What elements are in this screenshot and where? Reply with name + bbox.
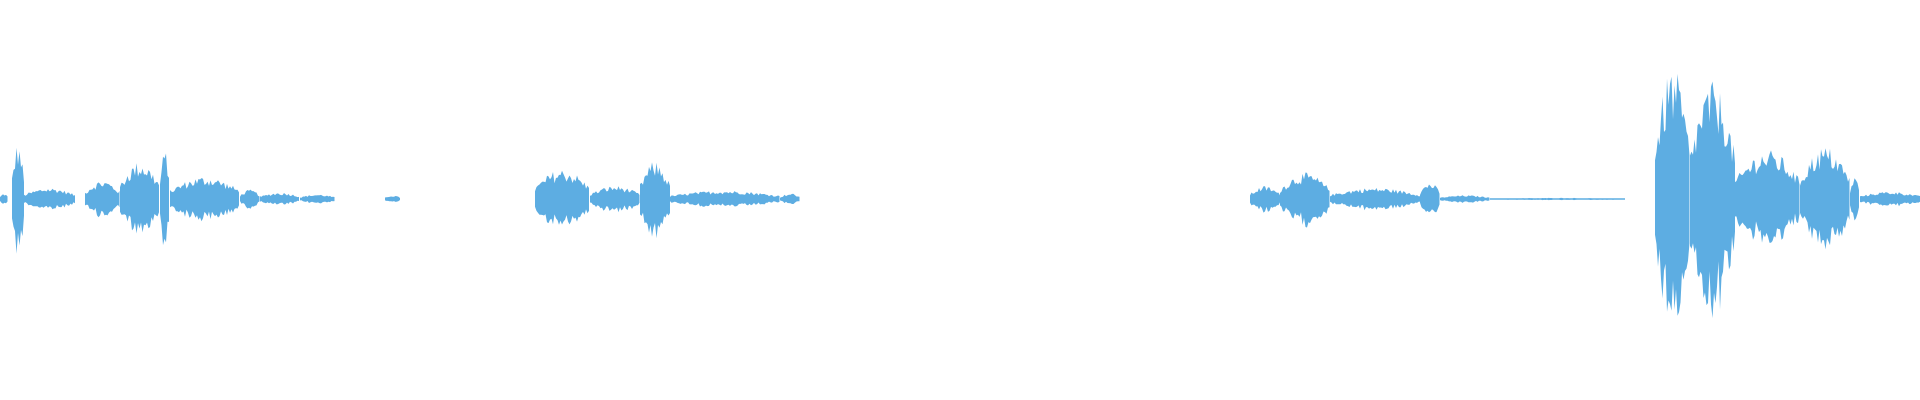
waveform-segment (120, 163, 159, 234)
waveform-segment (1330, 188, 1420, 211)
waveform-segment (590, 186, 640, 213)
waveform-segment (1850, 178, 1859, 221)
waveform-segment (1280, 172, 1330, 228)
waveform-segment (170, 178, 239, 222)
waveform-segment (260, 193, 299, 205)
waveform-segment (12, 147, 24, 254)
waveform-segment (670, 191, 780, 207)
waveform-segment (1440, 195, 1490, 203)
waveform-segment (780, 193, 800, 204)
waveform-segment (535, 170, 589, 225)
waveform-segment (1800, 148, 1850, 250)
waveform-segment (160, 153, 169, 246)
waveform-segment (300, 194, 335, 204)
waveform-segment (1250, 186, 1280, 213)
waveform-segment (0, 194, 8, 204)
waveform-segment (640, 162, 670, 239)
waveform-segment (85, 182, 120, 218)
waveform-segment (1860, 192, 1920, 207)
waveform-segment (1735, 150, 1800, 243)
waveform-segment (1490, 197, 1625, 201)
waveform-segment (1690, 81, 1735, 319)
waveform-segment (1420, 184, 1440, 213)
waveform-segment (24, 188, 75, 210)
waveform-segment (1655, 73, 1690, 316)
waveform-segment (240, 189, 260, 209)
waveform-segment (385, 196, 400, 202)
